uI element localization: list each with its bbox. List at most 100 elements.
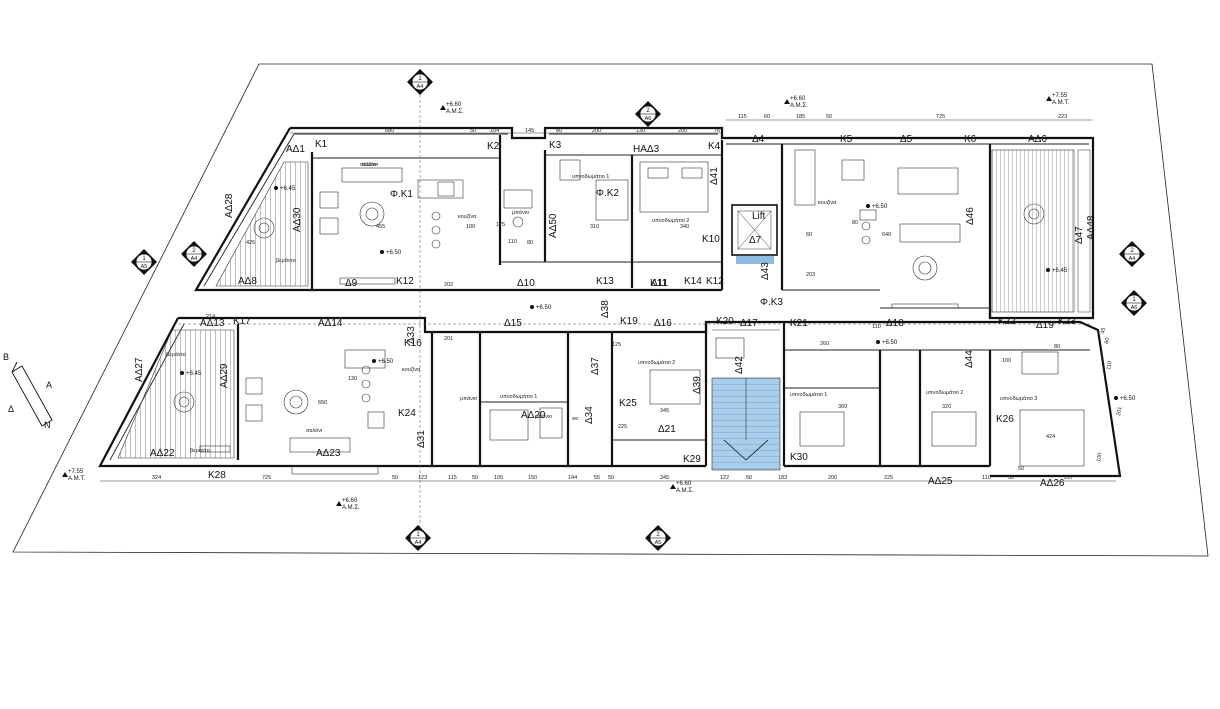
room-label: υπνοδωμάτιο 2 xyxy=(652,217,689,224)
level-marker-icon xyxy=(1046,96,1052,101)
dimension-text: 100 xyxy=(1002,358,1011,364)
dimension-text: 225 xyxy=(618,424,627,430)
element-code: Δ34 xyxy=(584,406,595,424)
dimension-text: 110 xyxy=(1106,361,1113,371)
room-label: υπνοδωμάτιο 1 xyxy=(790,391,827,398)
compass-letter-n: Ν xyxy=(44,420,51,430)
dimension-text: 680 xyxy=(385,128,394,134)
dimension-text: 50 xyxy=(826,114,832,120)
dimension-text: 640 xyxy=(882,232,891,238)
element-code: Δ17 xyxy=(740,318,758,329)
compass-letter-d: Δ xyxy=(8,404,14,414)
plot-boundary xyxy=(12,63,1209,557)
element-code: Κ4 xyxy=(708,141,721,152)
element-code: Κ10 xyxy=(702,234,720,245)
left-upper-veranda-deck xyxy=(215,161,309,287)
room-label: υπνοδωμάτιο 2 xyxy=(638,359,675,366)
dimension-text: 455 xyxy=(376,224,385,230)
dimension-text: 125 xyxy=(612,342,621,348)
floor-level: +6.50 xyxy=(386,250,402,256)
dimension-text: 150 xyxy=(528,475,537,481)
section-sheet: A4 xyxy=(1129,256,1136,262)
lower-veranda-deck xyxy=(117,329,235,459)
dimension-text: 260 xyxy=(820,341,829,347)
section-sheet: A4 xyxy=(417,84,424,90)
element-code: Δ42 xyxy=(734,356,745,374)
section-number: 1 xyxy=(1132,297,1136,303)
level-marker-icon xyxy=(336,501,342,506)
dimension-text: 324 xyxy=(152,475,161,481)
floor-level: +6.50 xyxy=(1120,396,1136,402)
floor-level: +6.50 xyxy=(882,340,898,346)
element-code: ΑΔ29 xyxy=(219,363,230,388)
compass-letter-b: Β xyxy=(3,352,9,362)
dimension-text: 80 xyxy=(527,240,533,246)
dimension-text: 223 xyxy=(1058,114,1067,120)
element-code: ΗΑΔ3 xyxy=(633,144,660,155)
section-marker-icon: 1A4 xyxy=(407,69,433,95)
dimension-text: 105 xyxy=(494,475,503,481)
element-code: Κ1 xyxy=(315,139,328,150)
dimension-text: 50 xyxy=(392,475,398,481)
dimension-text: 110 xyxy=(982,475,991,481)
element-code: Φ.Κ3 xyxy=(760,297,783,308)
element-code: Κ23 xyxy=(1058,316,1076,327)
dimension-text: 183 xyxy=(778,475,787,481)
dimension-text: 185 xyxy=(796,114,805,120)
upper-left-wall xyxy=(194,127,425,292)
floor-level: +6.45 xyxy=(186,371,202,377)
section-marker-icon: 2A4 xyxy=(181,241,207,267)
dimension-text: 50 xyxy=(472,475,478,481)
room-label: υπνοδωμάτιο 3 xyxy=(1000,395,1037,402)
room-label: κουζίνα xyxy=(818,200,837,206)
dimension-text: 310 xyxy=(590,224,599,230)
element-code: Κ17 xyxy=(233,316,251,327)
level-tag: Α.Μ.Τ. xyxy=(68,476,85,482)
room-label: μπάνιο xyxy=(512,209,529,216)
element-code: Κ12 xyxy=(706,276,724,287)
floor-level-icon xyxy=(1114,396,1118,400)
dimension-text: 60 xyxy=(806,232,812,238)
dimension-text: 100 xyxy=(1096,452,1104,462)
element-code: Κ19 xyxy=(620,316,638,327)
dimension-text: 80 xyxy=(852,220,858,226)
element-code: Κ24 xyxy=(398,408,416,419)
element-code: Κ6 xyxy=(964,134,977,145)
dimension-text: 345 xyxy=(660,475,669,481)
element-code: Κ11 xyxy=(650,278,667,289)
room-label: σαλόνι xyxy=(362,161,379,168)
dimension-text: 115 xyxy=(448,475,457,481)
dimension-text: 80 xyxy=(556,128,562,134)
dimension-text: 50 xyxy=(746,475,752,481)
section-sheet: A4 xyxy=(415,540,422,546)
floor-level: +6.50 xyxy=(378,359,394,365)
right-upper-veranda-deck xyxy=(991,149,1075,313)
element-code: Δ5 xyxy=(900,134,913,145)
level-marker-icon xyxy=(670,484,676,489)
section-sheet: A6 xyxy=(1131,305,1138,311)
element-code: Κ5 xyxy=(840,134,853,145)
dimension-text: 340 xyxy=(680,224,689,230)
dimension-text: 60 xyxy=(1104,337,1111,344)
element-code: Κ29 xyxy=(683,454,701,465)
element-code: Δ37 xyxy=(590,357,601,375)
dimension-text: 425 xyxy=(246,240,255,246)
dimension-text: 55 xyxy=(594,475,600,481)
level-marker-icon xyxy=(440,105,446,110)
element-code: Κ30 xyxy=(790,452,808,463)
level-value: +6.60 xyxy=(342,498,358,504)
dimension-text: 345 xyxy=(660,408,669,414)
level-marker-icon xyxy=(784,99,790,104)
room-label: υπνοδωμάτιο 2 xyxy=(926,389,963,396)
element-code: Δ31 xyxy=(416,430,427,448)
section-sheet: A5 xyxy=(141,264,148,270)
element-code: Δ4 xyxy=(752,134,765,145)
dimension-text: 123 xyxy=(418,475,427,481)
dimension-text: 115 xyxy=(738,114,747,120)
dimension-text: 45 xyxy=(1100,327,1107,334)
compass-letter-a: Α xyxy=(46,380,52,390)
section-marker-icon: 1A6 xyxy=(1121,290,1147,316)
section-sheet: A4 xyxy=(191,256,198,262)
